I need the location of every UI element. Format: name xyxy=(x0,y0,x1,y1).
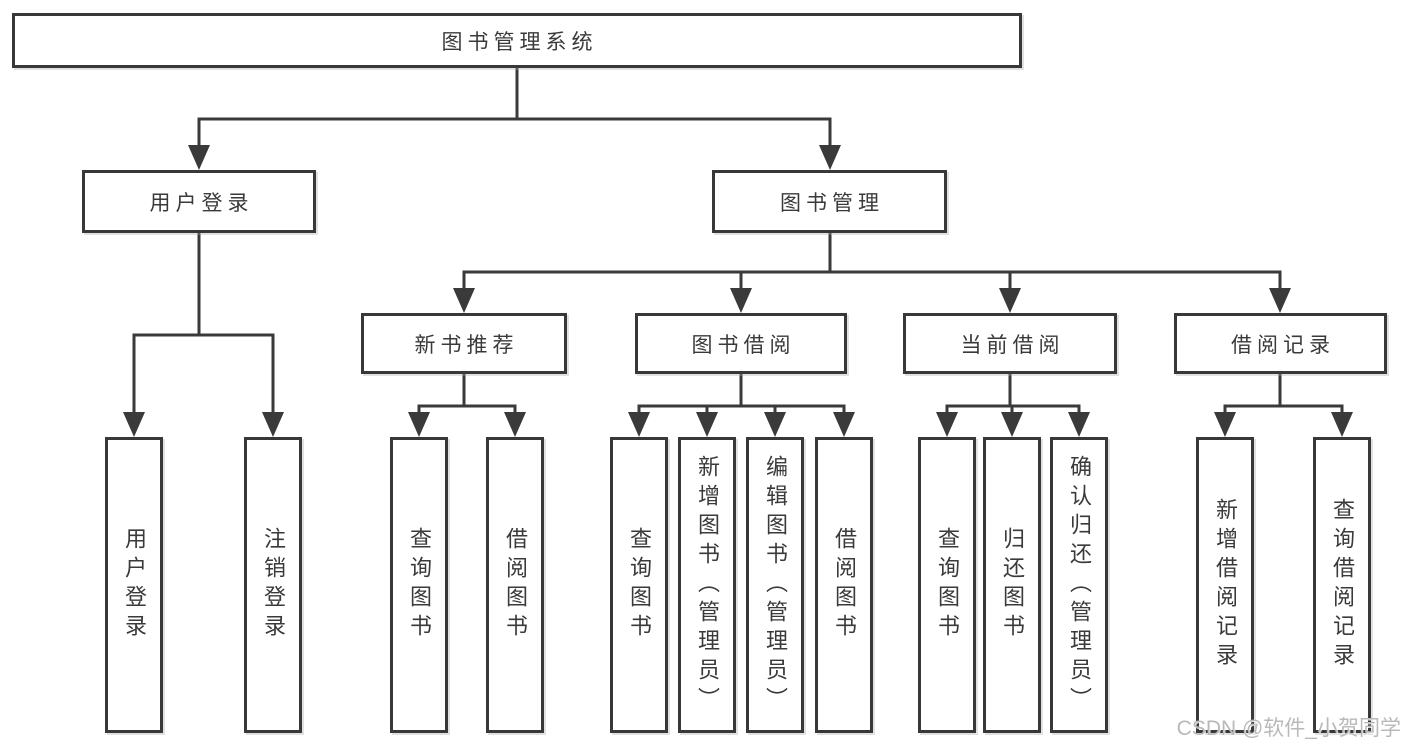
leaf-user-login: 用户登录 xyxy=(105,437,163,733)
leaf-edit-book-admin-label: 编辑图书（管理员） xyxy=(763,454,788,716)
node-book-management-label: 图书管理 xyxy=(780,191,884,215)
leaf-query-books-current: 查询图书 xyxy=(918,437,976,733)
leaf-borrow-books-borrowing-label: 借阅图书 xyxy=(832,527,857,643)
leaf-confirm-return-admin: 确认归还（管理员） xyxy=(1050,437,1108,733)
node-borrowing-records: 借阅记录 xyxy=(1174,313,1387,374)
leaf-query-books-current-label: 查询图书 xyxy=(935,527,960,643)
node-borrowing-records-label: 借阅记录 xyxy=(1231,333,1335,357)
leaf-logout: 注销登录 xyxy=(244,437,302,733)
node-book-borrowing-label: 图书借阅 xyxy=(691,333,796,357)
leaf-add-book-admin: 新增图书（管理员） xyxy=(678,437,736,733)
leaf-query-books-borrowing-label: 查询图书 xyxy=(627,527,652,643)
leaf-borrow-books-borrowing: 借阅图书 xyxy=(815,437,873,733)
leaf-query-books-recommend: 查询图书 xyxy=(390,437,448,733)
leaf-borrow-books-recommend-label: 借阅图书 xyxy=(503,527,528,643)
node-root-label: 图书管理系统 xyxy=(441,30,598,54)
leaf-user-login-label: 用户登录 xyxy=(122,527,147,643)
node-book-borrowing: 图书借阅 xyxy=(635,313,847,374)
node-new-book-recommend: 新书推荐 xyxy=(361,313,567,374)
connector-arrowheads xyxy=(123,145,1353,437)
node-root-library-management-system: 图书管理系统 xyxy=(12,13,1022,68)
csdn-watermark: CSDN @软件_小贺同学 xyxy=(1176,717,1401,740)
leaf-borrow-books-recommend: 借阅图书 xyxy=(486,437,544,733)
leaf-add-book-admin-label: 新增图书（管理员） xyxy=(695,454,720,716)
leaf-return-books-label: 归还图书 xyxy=(1000,527,1025,643)
leaf-logout-label: 注销登录 xyxy=(261,527,286,643)
leaf-query-books-borrowing: 查询图书 xyxy=(610,437,668,733)
node-user-login-branch: 用户登录 xyxy=(82,170,316,233)
connector-lines xyxy=(132,66,1344,416)
leaf-add-borrow-record-label: 新增借阅记录 xyxy=(1213,498,1238,672)
leaf-add-borrow-record: 新增借阅记录 xyxy=(1196,437,1254,733)
node-user-login-label: 用户登录 xyxy=(149,191,254,215)
leaf-confirm-return-admin-label: 确认归还（管理员） xyxy=(1067,454,1092,716)
leaf-query-borrow-record: 查询借阅记录 xyxy=(1313,437,1371,733)
node-new-book-recommend-label: 新书推荐 xyxy=(414,333,519,357)
leaf-return-books: 归还图书 xyxy=(983,437,1041,733)
node-book-management-branch: 图书管理 xyxy=(712,170,947,233)
leaf-query-borrow-record-label: 查询借阅记录 xyxy=(1330,498,1355,672)
node-current-borrowing: 当前借阅 xyxy=(903,313,1117,374)
leaf-query-books-recommend-label: 查询图书 xyxy=(407,527,432,643)
leaf-edit-book-admin: 编辑图书（管理员） xyxy=(746,437,804,733)
node-current-borrowing-label: 当前借阅 xyxy=(960,333,1065,357)
